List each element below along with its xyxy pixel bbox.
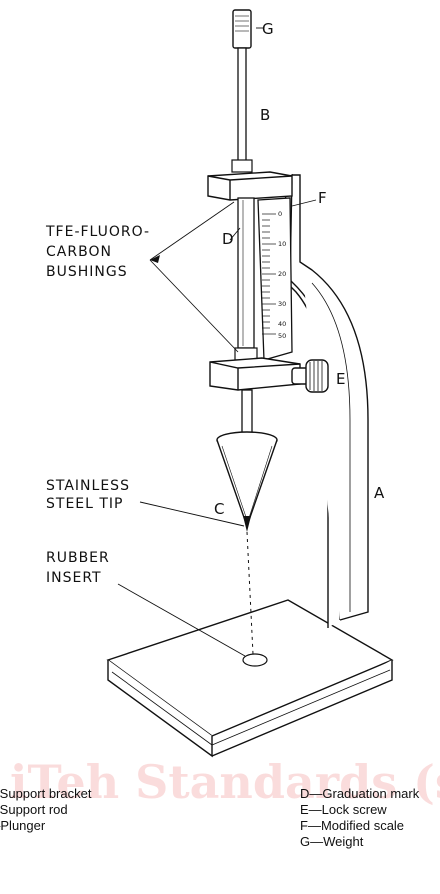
legend: A—Support bracket B—Support rod C—Plunge… bbox=[0, 786, 440, 894]
leader-lines bbox=[117, 27, 317, 657]
legend-item-c: C—Plunger bbox=[0, 818, 46, 833]
label-f: F bbox=[318, 189, 327, 207]
bushings-label-line-2: CARBON bbox=[46, 244, 112, 260]
scale-tick-40: 40 bbox=[278, 320, 286, 328]
label-c: C bbox=[214, 500, 224, 518]
label-d: D bbox=[222, 230, 234, 248]
label-a: A bbox=[374, 484, 385, 502]
tip-label-line-1: STAINLESS bbox=[46, 478, 130, 494]
lock-screw bbox=[291, 359, 329, 393]
legend-item-d: D—Graduation mark bbox=[300, 786, 420, 801]
scale-tick-30: 30 bbox=[278, 300, 286, 308]
support-bracket bbox=[283, 173, 369, 628]
legend-item-f: F—Modified scale bbox=[300, 818, 405, 833]
insert-label-line-2: INSERT bbox=[46, 570, 102, 586]
support-rod bbox=[237, 47, 247, 169]
watermark: iTeh Standards (standards.iteh.ai) bbox=[10, 755, 440, 809]
upper-bracket bbox=[207, 171, 293, 201]
plunger-rod bbox=[237, 197, 255, 349]
modified-scale: 0 10 20 30 40 50 bbox=[257, 197, 293, 361]
legend-item-e: E—Lock screw bbox=[300, 802, 387, 817]
plunger-cone bbox=[216, 431, 278, 532]
legend-item-a: A—Support bracket bbox=[0, 786, 92, 801]
legend-column-right: D—Graduation mark E—Lock screw F—Modifie… bbox=[300, 786, 419, 850]
insert-label-line-1: RUBBER bbox=[46, 550, 110, 566]
scale-tick-20: 20 bbox=[278, 270, 286, 278]
scale-tick-50: 50 bbox=[278, 332, 286, 340]
label-g: G bbox=[262, 20, 274, 38]
base-plate bbox=[106, 599, 394, 758]
legend-column-left: A—Support bracket B—Support rod C—Plunge… bbox=[0, 786, 91, 834]
legend-item-b: B—Support rod bbox=[0, 802, 68, 817]
scale-tick-0: 0 bbox=[278, 210, 282, 218]
label-e: E bbox=[336, 370, 345, 388]
bushings-label-line-1: TFE-FLUORO- bbox=[45, 224, 150, 240]
tip-label-line-2: STEEL TIP bbox=[46, 496, 124, 512]
lower-bracket bbox=[209, 357, 301, 391]
bushings-label-line-3: BUSHINGS bbox=[46, 264, 128, 280]
apparatus-diagram: 0 10 20 30 40 50 bbox=[45, 9, 394, 758]
legend-item-g: G—Weight bbox=[300, 834, 364, 849]
rubber-insert bbox=[242, 653, 268, 667]
scale-tick-10: 10 bbox=[278, 240, 286, 248]
label-b: B bbox=[260, 106, 270, 124]
